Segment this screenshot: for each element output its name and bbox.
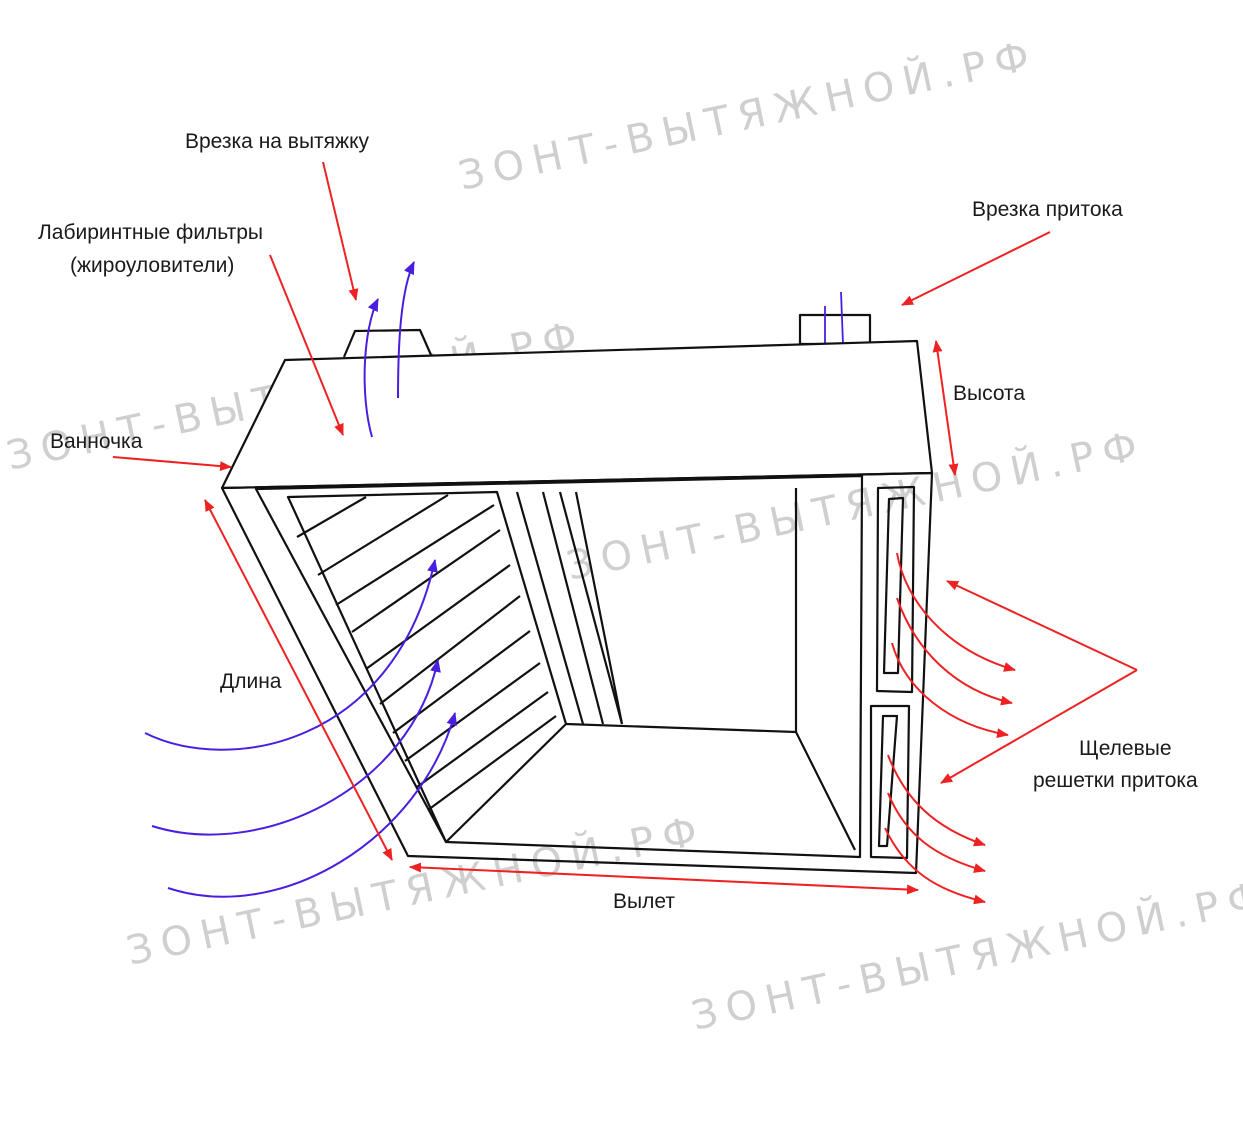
dimension-length: [204, 499, 393, 861]
arrow-slot-grille-lower: [940, 669, 1138, 784]
label-height: Высота: [953, 382, 1025, 405]
arrow-supply-connection: [901, 231, 1051, 306]
watermark-text: ЗОНТ-ВЫТЯЖНОЙ.РФ: [454, 30, 1042, 200]
slot-grilles: [869, 485, 916, 860]
label-slot-grilles-sub: решетки притока: [1033, 769, 1198, 792]
exhaust-stub: [342, 328, 433, 358]
watermarks: ЗОНТ-ВЫТЯЖНОЙ.РФ ЗОНТ-ВЫТЯЖНОЙ.РФ ЗОНТ-В…: [2, 30, 1243, 1040]
labels: Врезка на вытяжку Лабиринтные фильтры (ж…: [38, 130, 1198, 913]
label-tray: Ванночка: [50, 430, 143, 453]
label-exhaust-connection: Врезка на вытяжку: [185, 130, 370, 153]
label-length: Длина: [220, 670, 282, 693]
supply-stub: [798, 313, 872, 346]
slot-grille-upper-inner: [882, 496, 905, 675]
label-labyrinth-filters: Лабиринтные фильтры: [38, 221, 263, 244]
pointer-arrows: [112, 161, 1138, 895]
arrow-exhaust-connection: [322, 161, 359, 301]
label-supply-connection: Врезка притока: [972, 198, 1123, 221]
side-bars: [515, 491, 624, 725]
slot-grille-lower-inner: [877, 714, 899, 848]
label-overhang: Вылет: [613, 890, 675, 913]
arrow-tray: [112, 456, 232, 472]
inner-floor-edge: [795, 731, 856, 851]
dimension-overhang: [409, 862, 919, 895]
dimension-height: [932, 340, 959, 476]
arrow-slot-grille-upper: [946, 580, 1138, 671]
supply-stub-marker: [840, 291, 844, 345]
top-panel: [220, 339, 934, 490]
slot-grille-lower-outer: [869, 704, 911, 860]
filter-slats: [296, 494, 557, 811]
slot-grille-upper-outer: [875, 485, 916, 694]
label-labyrinth-filters-sub: (жироуловители): [70, 254, 234, 277]
arrow-labyrinth-filters: [269, 254, 344, 436]
label-slot-grilles: Щелевые: [1079, 737, 1172, 760]
